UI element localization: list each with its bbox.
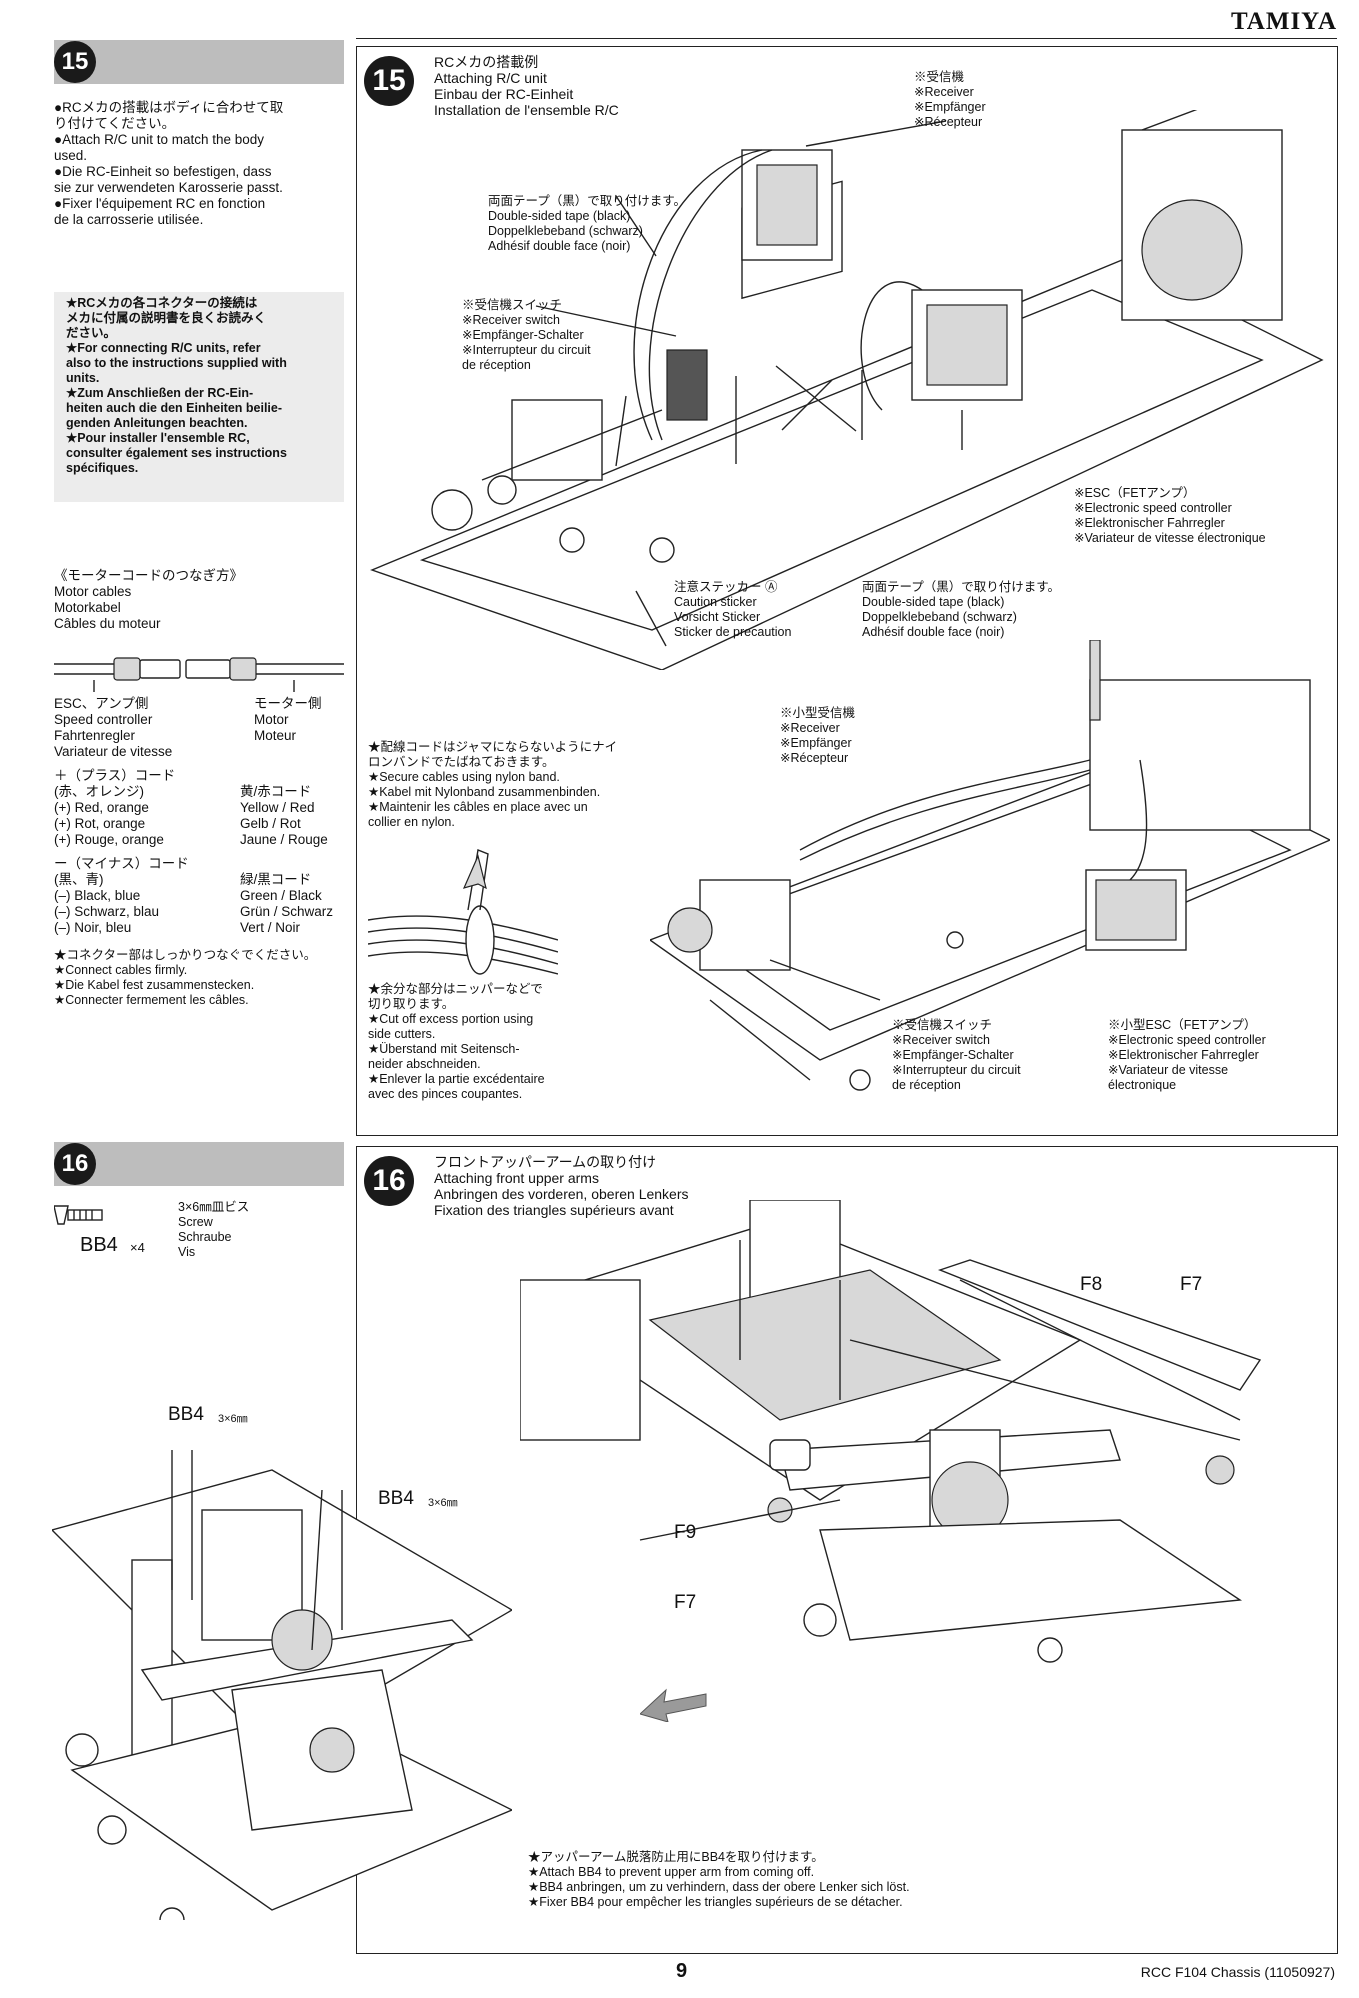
part-label-f7-bottom: F7: [674, 1592, 697, 1613]
cut-excess-note: ★余分な部分はニッパーなどで 切り取ります。 ★Cut off excess p…: [368, 982, 545, 1101]
step-16-panel-number: 16: [364, 1156, 414, 1206]
part-label-f7-top: F7: [1180, 1274, 1203, 1295]
screw-code: BB4: [80, 1234, 118, 1256]
chassis-drawing-rc-unit: [370, 110, 1324, 670]
document-id: RCC F104 Chassis (11050927): [1140, 1964, 1335, 1980]
step-15-title: RCメカの搭載例 Attaching R/C unit Einbau der R…: [434, 54, 619, 118]
front-upper-arm-drawing-top: [520, 1200, 1262, 1663]
esc-label: ※ESC（FETアンプ） ※Electronic speed controlle…: [1074, 486, 1266, 545]
connect-firmly-note: ★コネクター部はしっかりつなぐでください。 ★Connect cables fi…: [54, 948, 317, 1007]
step-16-bar: [54, 1142, 344, 1186]
part-label-f8: F8: [1080, 1274, 1103, 1295]
small-receiver-label: ※小型受信機 ※Receiver ※Empfänger ※Récepteur: [780, 706, 856, 765]
motor-side-label: モーター側 Motor Moteur: [254, 696, 322, 743]
front-upper-arm-drawing-left: [52, 1450, 512, 1920]
screw-quantity: ×4: [130, 1240, 145, 1255]
step-15-note-box: [54, 292, 344, 502]
nylon-band-drawing: [368, 849, 558, 975]
chassis-drawing-small-esc: [650, 640, 1330, 1091]
motor-connector-drawing: [54, 657, 344, 692]
motor-cables-title: 《モーターコードのつなぎ方》 Motor cables Motorkabel C…: [54, 568, 243, 631]
step-15-bar: [54, 40, 344, 84]
esc-side-label: ESC、アンプ側 Speed controller Fahrtenregler …: [54, 696, 173, 759]
step-16-bottom-note: ★アッパーアーム脱落防止用にBB4を取り付けます。 ★Attach BB4 to…: [528, 1850, 910, 1909]
caution-sticker-label: 注意ステッカー Ⓐ Caution sticker Vorsicht Stick…: [674, 580, 792, 639]
step-16-number: 16: [54, 1143, 96, 1185]
plus-cable-left: ＋（プラス）コード (赤、オレンジ) (+) Red, orange (+) R…: [54, 768, 176, 847]
minus-cable-right: 緑/黒コード Green / Black Grün / Schwarz Vert…: [240, 872, 334, 935]
bb4-label-left-size: 3×6㎜: [218, 1413, 248, 1425]
screw-spec: 3×6㎜皿ビス Screw Schraube Vis: [178, 1200, 250, 1259]
header-rule: [356, 38, 1337, 39]
step-15-intro: ●RCメカの搭載はボディに合わせて取 り付けてください。 ●Attach R/C…: [54, 100, 284, 227]
step-15-number: 15: [54, 41, 96, 83]
direction-arrow-icon: [640, 1688, 707, 1722]
receiver-switch-label-2: ※受信機スイッチ ※Receiver switch ※Empfänger-Sch…: [892, 1018, 1021, 1092]
step-15-leader-lines: [535, 120, 947, 647]
step-15-connector-note: ★RCメカの各コネクターの接続は メカに付属の説明書を良くお読みく ださい。 ★…: [66, 296, 287, 475]
plus-cable-right: 黄/赤コード Yellow / Red Gelb / Rot Jaune / R…: [240, 784, 328, 847]
bb4-label-center-size: 3×6㎜: [428, 1497, 458, 1509]
bb4-label-center: BB4: [378, 1488, 414, 1509]
tape-label-top: 両面テープ（黒）で取り付けます。 Double-sided tape (blac…: [488, 194, 687, 253]
part-label-f9: F9: [674, 1522, 697, 1543]
page-number: 9: [676, 1960, 688, 1982]
bb4-label-left: BB4: [168, 1404, 204, 1425]
brand-logo: TAMIYA: [1230, 8, 1337, 35]
nylon-band-note: ★配線コードはジャマにならないようにナイ ロンバンドでたばねておきます。 ★Se…: [368, 740, 618, 829]
receiver-switch-label: ※受信機スイッチ ※Receiver switch ※Empfänger-Sch…: [462, 298, 591, 372]
flat-screw-icon: [54, 1205, 103, 1225]
receiver-label: ※受信機 ※Receiver ※Empfänger ※Récepteur: [914, 70, 986, 129]
tape-label-bottom: 両面テープ（黒）で取り付けます。 Double-sided tape (blac…: [862, 580, 1061, 639]
step-15-panel-number: 15: [364, 56, 414, 106]
minus-cable-left: ー（マイナス）コード (黒、青) (–) Black, blue (–) Sch…: [54, 856, 189, 935]
step-16-title: フロントアッパーアームの取り付け Attaching front upper a…: [434, 1154, 689, 1218]
small-esc-label: ※小型ESC（FETアンプ） ※Electronic speed control…: [1108, 1018, 1266, 1092]
